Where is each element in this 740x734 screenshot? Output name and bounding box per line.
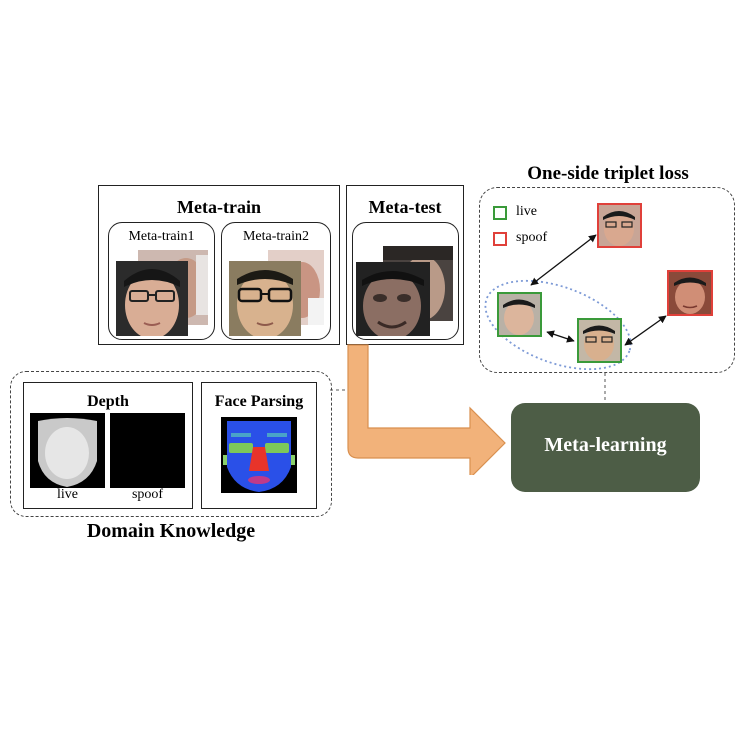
live-face-2 (577, 318, 622, 363)
depth-spoof-map (110, 413, 185, 488)
domain-to-arrow-connector (330, 389, 348, 391)
meta-test-box (346, 185, 464, 345)
live-face-1 (497, 292, 542, 337)
arrow-live-spoof2 (624, 315, 667, 346)
legend-live-label: live (516, 204, 537, 219)
face-parsing-map (221, 417, 297, 493)
meta-train-box (98, 185, 340, 345)
meta-learning-label: Meta-learning (544, 434, 667, 456)
meta-train2-face-photo (229, 261, 301, 336)
domain-knowledge-title: Domain Knowledge (86, 520, 256, 542)
depth-spoof-label: spoof (131, 487, 164, 502)
meta-train2-label: Meta-train2 (242, 229, 310, 244)
depth-panel (23, 382, 193, 509)
meta-train-title: Meta-train (177, 197, 261, 217)
spoof-face-1 (597, 203, 642, 248)
face-parsing-title: Face Parsing (214, 393, 304, 410)
depth-live-label: live (57, 487, 78, 502)
face-parsing-panel (201, 382, 317, 509)
meta-train1-face-photo (116, 261, 188, 336)
triplet-loss-box (479, 187, 735, 373)
legend-live-swatch (493, 206, 507, 220)
meta-test-panel (352, 222, 459, 340)
meta-train1-label: Meta-train1 (128, 229, 195, 244)
arrow-live-live (546, 330, 575, 343)
meta-train1-panel (108, 222, 215, 340)
legend-spoof-swatch (493, 232, 507, 246)
live-cluster-ellipse (484, 279, 632, 371)
meta-test-title: Meta-test (368, 197, 442, 217)
meta-test-face-photo (356, 262, 430, 336)
depth-live-map (30, 413, 105, 488)
triplet-loss-title: One-side triplet loss (527, 163, 689, 184)
triplet-to-meta-connector (604, 373, 606, 405)
meta-learning-box (511, 403, 700, 492)
flow-arrow (347, 344, 506, 475)
depth-title: Depth (87, 393, 129, 410)
meta-train2-panel (221, 222, 331, 340)
domain-knowledge-box (10, 371, 332, 517)
spoof-face-2 (667, 270, 713, 316)
arrow-anchor-spoof1 (530, 234, 597, 286)
triplet-graph (484, 234, 667, 371)
